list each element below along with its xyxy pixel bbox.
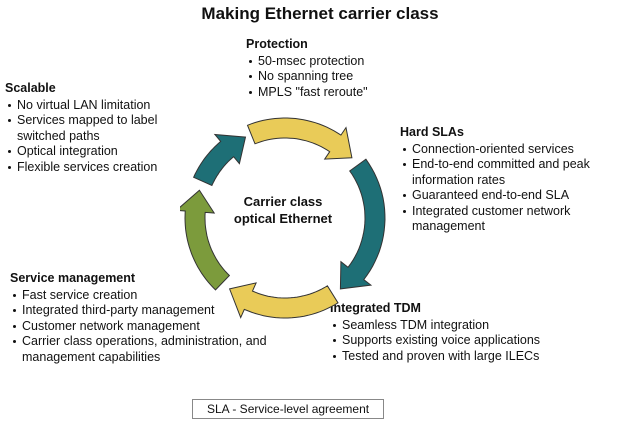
scalable-item: Flexible services creation — [5, 160, 185, 176]
hard-slas-heading: Hard SLAs — [400, 125, 464, 139]
scalable-item: No virtual LAN limitation — [5, 98, 185, 114]
hard-slas-block: Hard SLAs Connection-oriented services E… — [400, 125, 618, 235]
scalable-item: Optical integration — [5, 144, 185, 160]
left-arrow-teal — [192, 133, 247, 187]
diagram-title: Making Ethernet carrier class — [201, 4, 439, 23]
integrated-tdm-block: Integrated TDM Seamless TDM integration … — [330, 301, 620, 364]
center-label-line: Carrier class — [243, 194, 323, 209]
hard-slas-item: Connection-oriented services — [400, 142, 618, 158]
center-label: Carrier class optical Ethernet — [222, 193, 344, 227]
top-arrow-yellow — [246, 117, 353, 160]
service-management-item: Carrier class operations, administration… — [10, 334, 310, 365]
center-label-line: optical Ethernet — [233, 211, 333, 226]
protection-block: Protection 50-msec protection No spannin… — [246, 37, 426, 100]
protection-heading: Protection — [246, 37, 308, 51]
lower-left-arrow-green — [180, 189, 231, 291]
integrated-tdm-item: Tested and proven with large ILECs — [330, 349, 620, 365]
scalable-item: Services mapped to label switched paths — [5, 113, 185, 144]
integrated-tdm-item: Seamless TDM integration — [330, 318, 620, 334]
protection-item: MPLS "fast reroute" — [246, 85, 426, 101]
scalable-heading: Scalable — [5, 81, 56, 95]
integrated-tdm-item: Supports existing voice applications — [330, 333, 620, 349]
cycle-arrows — [180, 117, 386, 319]
legend-box: SLA - Service-level agreement — [192, 399, 385, 419]
service-management-heading: Service management — [10, 271, 136, 285]
integrated-tdm-heading: Integrated TDM — [330, 301, 421, 315]
protection-item: 50-msec protection — [246, 54, 426, 70]
service-management-item: Integrated third-party management — [10, 303, 310, 319]
hard-slas-item: Guaranteed end-to-end SLA — [400, 188, 618, 204]
bottom-arrow-yellow — [228, 282, 339, 319]
service-management-item: Fast service creation — [10, 288, 310, 304]
hard-slas-item: Integrated customer network management — [400, 204, 618, 235]
protection-item: No spanning tree — [246, 69, 426, 85]
right-arrow-teal — [339, 158, 386, 290]
hard-slas-item: End-to-end committed and peak informatio… — [400, 157, 618, 188]
service-management-block: Service management Fast service creation… — [10, 271, 310, 365]
scalable-block: Scalable No virtual LAN limitation Servi… — [5, 81, 185, 175]
service-management-item: Customer network management — [10, 319, 310, 335]
